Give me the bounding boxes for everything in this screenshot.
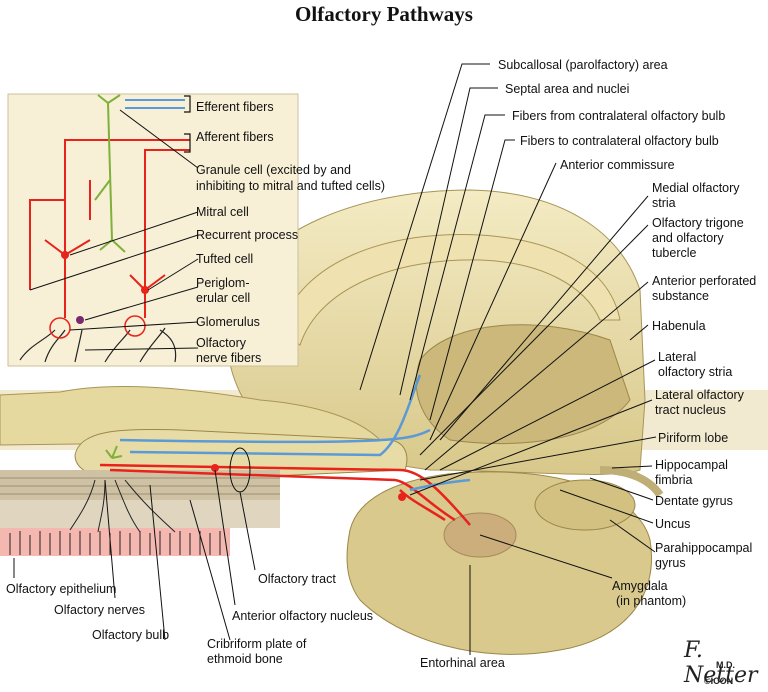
label-septal: Septal area and nuclei — [505, 82, 630, 96]
label-entorhinal: Entorhinal area — [420, 656, 505, 670]
label-glomerulus: Glomerulus — [196, 315, 260, 329]
label-tract: Olfactory tract — [258, 572, 336, 586]
label-granule-1: Granule cell (excited by and — [196, 163, 351, 177]
label-piriform: Piriform lobe — [658, 431, 729, 445]
label-perforated-2: substance — [652, 289, 709, 303]
olfactory-epithelium-layer — [0, 528, 230, 556]
label-habenula: Habenula — [652, 319, 706, 333]
label-hippocampal-2: fimbria — [655, 473, 693, 487]
receptor-cells — [9, 479, 221, 555]
label-trigone-1: Olfactory trigone — [652, 216, 744, 230]
label-nerves: Olfactory nerves — [54, 603, 146, 617]
lateral-nucleus-dot — [398, 493, 406, 501]
inset-afferent-neurons — [29, 139, 190, 318]
label-parahippocampal-2: gyrus — [655, 556, 686, 570]
label-anterior-commissure: Anterior commissure — [560, 158, 675, 172]
label-recurrent: Recurrent process — [196, 228, 299, 242]
main-efferent-pathway — [119, 374, 471, 492]
page-title: Olfactory Pathways — [295, 2, 473, 26]
label-dentate: Dentate gyrus — [655, 494, 733, 508]
label-fibers-from: Fibers from contralateral olfactory bulb — [512, 109, 726, 123]
inset-granule-cell — [94, 94, 126, 253]
label-ant-nucleus: Anterior olfactory nucleus — [232, 609, 374, 623]
label-amygdala-2: (in phantom) — [616, 594, 687, 608]
tufted-cell-body — [141, 286, 149, 294]
label-periglom-2: erular cell — [196, 291, 251, 305]
label-efferent: Efferent fibers — [196, 100, 274, 114]
label-medial-stria-1: Medial olfactory — [652, 181, 740, 195]
label-periglom-1: Periglom- — [196, 276, 250, 290]
label-nerve-fibers-2: nerve fibers — [196, 351, 262, 365]
signature-mark: ©ICON — [704, 676, 734, 686]
label-lateral-stria-2: olfactory stria — [658, 365, 733, 379]
label-uncus: Uncus — [655, 517, 691, 531]
label-lateral-stria-1: Lateral — [658, 350, 697, 364]
label-cribriform-2: ethmoid bone — [207, 652, 283, 666]
label-cribriform-1: Cribriform plate of — [207, 637, 307, 651]
label-lateral-nucleus-1: Lateral olfactory — [655, 388, 744, 402]
label-epithelium: Olfactory epithelium — [6, 582, 117, 596]
bulb-granule-cell — [105, 445, 123, 459]
corpus-callosum — [279, 233, 621, 346]
label-fibers-to: Fibers to contralateral olfactory bulb — [520, 134, 719, 148]
leader-lines — [13, 63, 657, 655]
label-trigone-2: and olfactory — [652, 231, 724, 245]
label-perforated-1: Anterior perforated — [652, 274, 757, 288]
periglomerular-cell-dot — [76, 316, 84, 324]
label-granule-2: inhibiting to mitral and tufted cells) — [196, 179, 385, 193]
label-trigone-3: tubercle — [652, 246, 697, 260]
uncus-shape — [534, 479, 636, 531]
label-nerve-fibers-1: Olfactory — [196, 336, 247, 350]
submucosa — [0, 500, 280, 528]
label-medial-stria-2: stria — [652, 196, 676, 210]
inset-glomeruli — [49, 315, 146, 339]
mitral-cell-body — [61, 251, 69, 259]
label-afferent: Afferent fibers — [196, 130, 274, 144]
signature-suffix: M.D. — [716, 660, 735, 670]
anterior-nucleus-dot — [211, 464, 219, 472]
label-bulb: Olfactory bulb — [92, 628, 170, 642]
artist-signature: F. Netter — [684, 638, 758, 688]
main-afferent-pathway — [99, 463, 471, 526]
inset-brackets — [184, 95, 191, 153]
label-amygdala-1: Amygdala — [612, 579, 668, 593]
thalamus-region — [415, 324, 631, 445]
fimbria-shape — [599, 466, 664, 498]
label-lateral-nucleus-2: tract nucleus — [655, 403, 726, 417]
inset-nerve-fibers — [19, 327, 177, 363]
label-parahippocampal-1: Parahippocampal — [655, 541, 753, 555]
label-subcallosal: Subcallosal (parolfactory) area — [498, 58, 668, 72]
label-hippocampal-1: Hippocampal — [655, 458, 728, 472]
label-mitral: Mitral cell — [196, 205, 249, 219]
inset-efferent-arrows — [125, 99, 185, 109]
label-tufted: Tufted cell — [196, 252, 254, 266]
frontal-underside — [0, 386, 382, 446]
